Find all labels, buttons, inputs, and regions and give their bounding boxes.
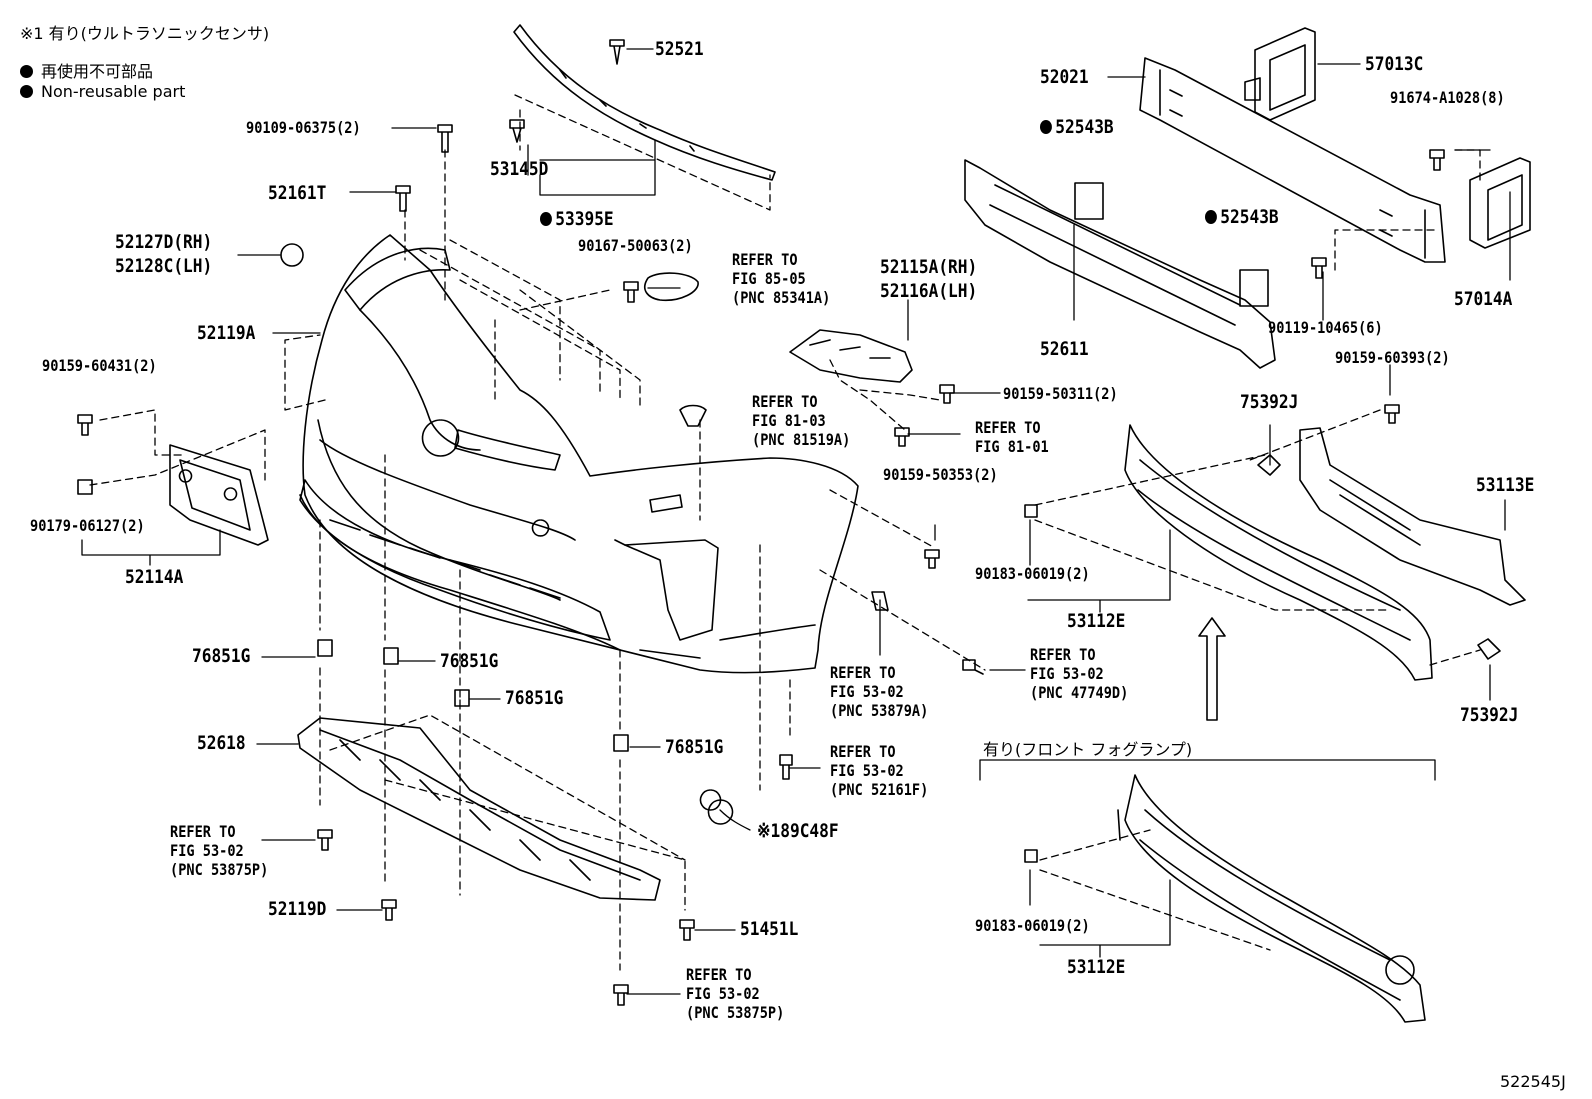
- under-cover-drawing: [297, 717, 661, 901]
- part-label[interactable]: 90159-50353(2): [883, 465, 998, 484]
- fasteners: [77, 39, 1501, 1006]
- bracket-57014A-drawing: [1469, 157, 1531, 249]
- legend-jp: 再使用不可部品: [20, 58, 153, 82]
- non-reusable-dot-icon: [1040, 120, 1052, 134]
- side-support-drawing: [789, 329, 913, 383]
- absorber-drawing: [964, 159, 1276, 369]
- part-label[interactable]: 52611: [1040, 338, 1089, 360]
- part-label[interactable]: 51451L: [740, 918, 799, 940]
- part-label[interactable]: 91674-A1028(8): [1390, 88, 1505, 107]
- part-label[interactable]: 52128C(LH): [115, 255, 213, 277]
- part-label[interactable]: 75392J: [1460, 704, 1519, 726]
- bumper-cover-drawing: [299, 234, 859, 674]
- part-label[interactable]: 52521: [655, 38, 704, 60]
- bracket-57013C-drawing: [1244, 27, 1316, 121]
- non-reusable-dot-icon: [1205, 210, 1217, 224]
- license-bracket-drawing: [169, 444, 269, 546]
- part-label[interactable]: ※189C48F: [757, 820, 839, 842]
- part-label[interactable]: 90183-06019(2): [975, 916, 1090, 935]
- part-label[interactable]: 52021: [1040, 66, 1089, 88]
- part-label[interactable]: 52114A: [125, 566, 184, 588]
- part-label[interactable]: 52115A(RH): [880, 256, 978, 278]
- part-label[interactable]: 76851G: [505, 687, 564, 709]
- part-label[interactable]: 52127D(RH): [115, 231, 213, 253]
- non-reusable-dot-icon: [20, 65, 33, 78]
- part-label[interactable]: 53112E: [1067, 610, 1126, 632]
- part-label[interactable]: 90159-60431(2): [42, 356, 157, 375]
- fog-variant-note: 有り(フロント フォグランプ): [983, 740, 1193, 759]
- part-label[interactable]: 53113E: [1476, 474, 1535, 496]
- part-label[interactable]: 57013C: [1365, 53, 1424, 75]
- part-label[interactable]: 90159-60393(2): [1335, 348, 1450, 367]
- part-label[interactable]: 76851G: [665, 736, 724, 758]
- leader-lines: [81, 48, 1511, 995]
- figure-code: 522545J: [1500, 1072, 1566, 1091]
- fog-grille-drawing: [1117, 774, 1426, 1023]
- part-label[interactable]: 53145D: [490, 158, 549, 180]
- part-label[interactable]: 90179-06127(2): [30, 516, 145, 535]
- part-label[interactable]: 52116A(LH): [880, 280, 978, 302]
- lower-bumper-frame-drawing: [299, 479, 611, 641]
- part-label[interactable]: 52161T: [268, 182, 327, 204]
- legend-en: Non-reusable part: [20, 82, 185, 101]
- part-label[interactable]: 52543B: [1205, 208, 1279, 227]
- part-label[interactable]: 76851G: [192, 645, 251, 667]
- part-label[interactable]: 57014A: [1454, 288, 1513, 310]
- upper-retainer-drawing: [513, 24, 776, 181]
- part-label[interactable]: 90159-50311(2): [1003, 384, 1118, 403]
- part-label[interactable]: 90109-06375(2): [246, 118, 361, 137]
- part-label[interactable]: 52119D: [268, 898, 327, 920]
- part-label[interactable]: 52119A: [197, 322, 256, 344]
- lower-grille-drawing: [1124, 424, 1433, 681]
- reinforcement-drawing: [1139, 57, 1446, 263]
- part-label[interactable]: 75392J: [1240, 391, 1299, 413]
- non-reusable-dot-icon: [540, 212, 552, 226]
- footnote: ※1 有り(ウルトラソニックセンサ): [20, 24, 270, 43]
- assembly-arrow-icon: [1198, 617, 1226, 721]
- assembly-lines: [89, 94, 1481, 971]
- part-label[interactable]: 90119-10465(6): [1268, 318, 1383, 337]
- part-label[interactable]: 53395E: [540, 210, 614, 229]
- non-reusable-dot-icon: [20, 85, 33, 98]
- part-label[interactable]: 76851G: [440, 650, 499, 672]
- part-label[interactable]: 52543B: [1040, 118, 1114, 137]
- part-label[interactable]: 90167-50063(2): [578, 236, 693, 255]
- part-label[interactable]: 52618: [197, 732, 246, 754]
- part-label[interactable]: 90183-06019(2): [975, 564, 1090, 583]
- side-duct-drawing: [1299, 427, 1526, 606]
- part-label[interactable]: 53112E: [1067, 956, 1126, 978]
